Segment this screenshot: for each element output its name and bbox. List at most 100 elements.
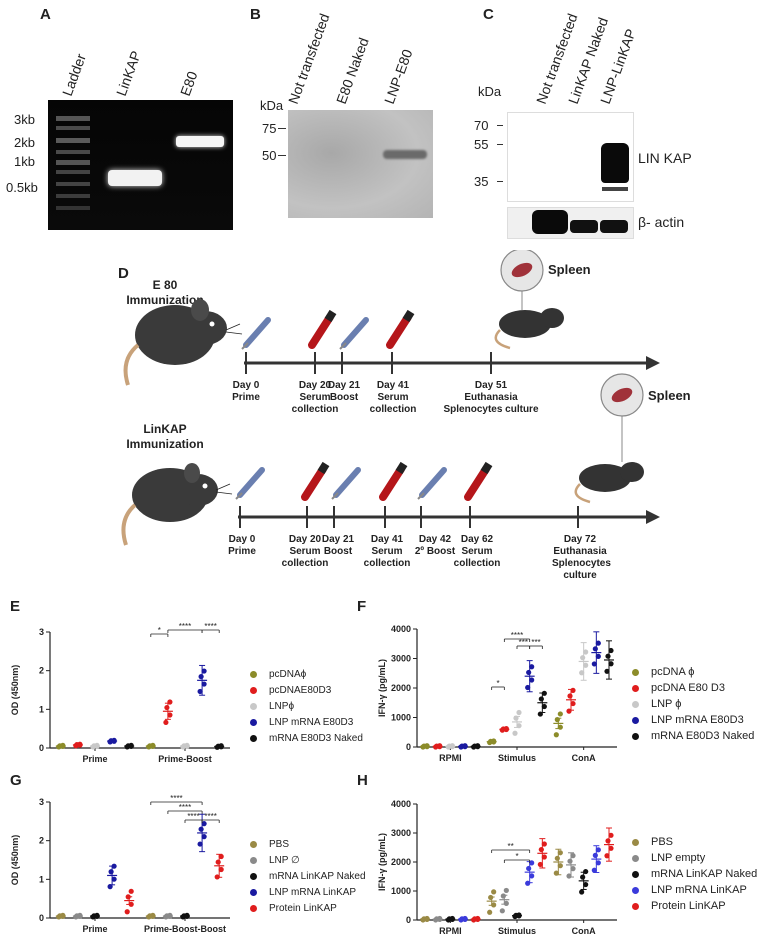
x-tick-label: Stimulus [498,753,536,763]
blood-tube-icon [386,309,415,349]
legend-item: mRNA LinKAP Naked [250,868,366,884]
syringe-icon [339,317,369,350]
significance-label: **** [204,622,216,631]
significance-label: **** [179,803,191,812]
data-point [525,880,531,886]
significance-label: **** [170,794,182,803]
legend-item: mRNA E80D3 Naked [632,728,754,744]
data-point [198,826,204,832]
blot-b-image [288,110,433,218]
legend-item: mRNA E80D3 Naked [250,730,363,746]
data-point [108,869,114,875]
blot-c-marker-35: 35 [474,174,489,189]
y-axis-label: IFN-γ (pg/mL) [377,833,387,891]
data-point [557,724,563,730]
blot-c-image [507,112,634,202]
legend-f: pcDNA ϕ pcDNA E80 D3 LNP ϕ LNP mRNA E80D… [632,664,754,744]
gel-size-2kb: 2kb [14,135,35,150]
gel-size-1kb: 1kb [14,154,35,169]
legend-item: pcDNA E80 D3 [632,680,754,696]
spleen-label-e80: Spleen [548,262,591,277]
data-point [608,661,614,667]
legend-g: PBS LNP ∅ mRNA LinKAP Naked LNP mRNA Lin… [250,836,366,916]
linkap-immunization-title: LinKAP Immunization [126,422,204,451]
data-point [163,719,169,726]
blot-b-marker-75: 75 [262,121,277,136]
data-point [111,863,117,869]
legend-item: LNP mRNA LinKAP [632,882,757,898]
significance-label: *** [519,638,528,647]
blot-b-band [383,150,427,159]
data-point [570,866,576,872]
mouse-linkap-icon [121,463,233,546]
data-point [529,860,535,866]
x-tick-label: ConA [572,926,596,936]
data-point [214,874,220,880]
gel-band-e80 [176,136,224,147]
data-point [605,838,611,844]
data-point [125,894,131,900]
data-point [541,703,547,710]
legend-e: pcDNAϕ pcDNAE80D3 LNPϕ LNP mRNA E80D3 mR… [250,666,363,746]
data-point [595,847,601,853]
data-point [516,723,522,729]
legend-item: pcDNA ϕ [632,664,754,680]
data-point [218,744,224,750]
panel-letter-b: B [250,6,261,23]
y-tick-label: 3 [39,627,44,637]
blot-b-lane-lnp-e80: LNP-E80 [380,47,416,106]
data-point [591,661,597,667]
data-point [491,739,497,745]
y-tick-label: 3000 [391,828,411,838]
e80-immunization-title: E 80 Immunization [126,278,204,307]
data-point [526,865,532,872]
data-point [583,881,589,888]
significance-label: **** [204,812,216,821]
mouse-e80-icon [123,299,243,386]
data-point [94,743,100,749]
syringe-icon [241,317,271,350]
significance-label: ** [508,842,514,851]
data-point [167,699,173,705]
x-tick-label: Prime-Boost-Boost [144,924,226,934]
significance-label: **** [187,812,199,821]
significance-label: *** [531,638,540,647]
data-point [595,860,601,866]
data-point [595,653,601,659]
legend-item: PBS [250,836,366,852]
legend-item: Protein LinKAP [632,898,757,914]
mouse-euthanasia-icon [574,373,644,504]
significance-label: * [515,852,518,861]
data-point [150,743,156,749]
panel-letter-f: F [357,598,367,615]
syringe-icon [331,467,361,500]
data-point [128,901,134,907]
data-point [604,853,610,859]
data-point [503,726,509,733]
legend-item: LNP ϕ [632,696,754,712]
legend-item: LNPϕ [250,698,363,714]
x-tick-label: Stimulus [498,926,536,936]
panel-letter-c: C [483,6,494,23]
gel-lane-ladder: Ladder [58,51,89,98]
data-point [583,649,589,655]
data-point [553,870,559,876]
data-point [512,730,518,736]
data-point [526,669,532,676]
data-point [462,916,468,923]
data-point [570,687,576,693]
data-point [488,894,494,901]
data-point [107,884,113,890]
legend-item: LNP mRNA LinKAP [250,884,366,900]
syringe-icon [417,467,447,500]
data-point [201,834,207,840]
panel-letter-h: H [357,772,368,789]
data-point [475,916,481,923]
data-point [197,841,203,847]
